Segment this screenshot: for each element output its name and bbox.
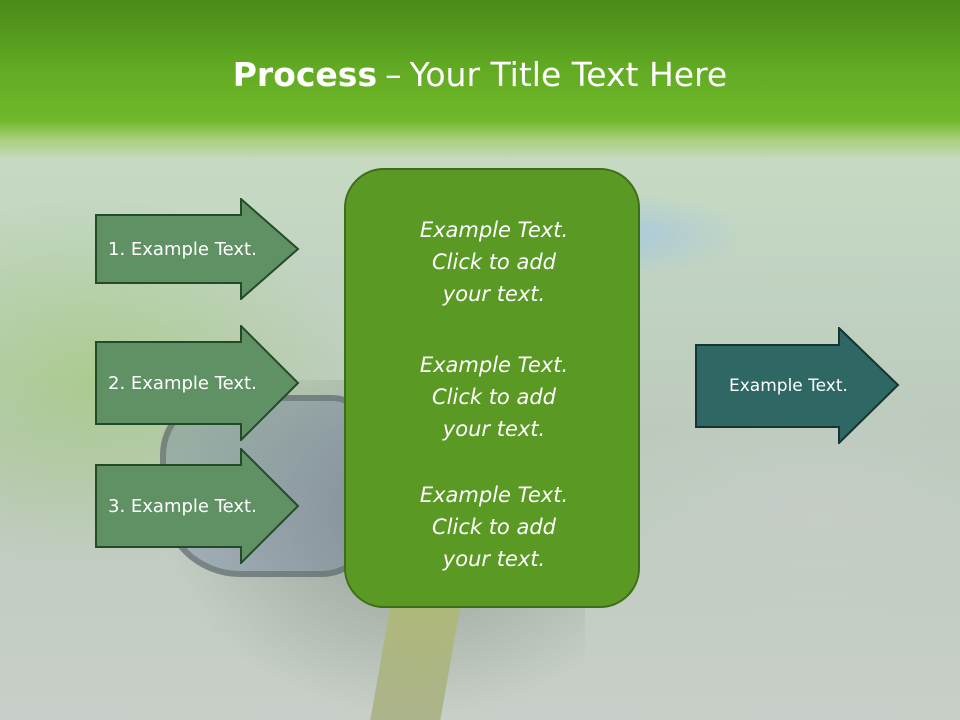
slide-title[interactable]: Process–Your Title Text Here bbox=[0, 52, 960, 98]
right-arrow-shape bbox=[695, 327, 900, 444]
left-arrow-1[interactable]: 1. Example Text. bbox=[95, 198, 300, 300]
left-arrow-2[interactable]: 2. Example Text. bbox=[95, 325, 300, 441]
left-arrow-label: 2. Example Text. bbox=[108, 372, 257, 394]
left-arrow-3[interactable]: 3. Example Text. bbox=[95, 448, 300, 564]
title-bold: Process bbox=[232, 55, 378, 94]
left-arrow-shape bbox=[95, 448, 300, 564]
text-line: Click to add bbox=[431, 250, 556, 274]
title-rest: Your Title Text Here bbox=[409, 55, 728, 94]
text-line: your text. bbox=[442, 417, 546, 441]
center-text-box[interactable]: Example Text. Click to add your text. Ex… bbox=[344, 168, 640, 608]
text-line: Example Text. bbox=[419, 353, 569, 377]
title-separator: – bbox=[385, 55, 402, 94]
right-arrow-label: Example Text. bbox=[729, 375, 848, 396]
text-line: Example Text. bbox=[419, 483, 569, 507]
left-arrow-label: 3. Example Text. bbox=[108, 495, 257, 517]
text-line: your text. bbox=[442, 282, 546, 306]
title-bar bbox=[0, 0, 960, 160]
text-line: Click to add bbox=[431, 515, 556, 539]
text-line: Click to add bbox=[431, 385, 556, 409]
text-block-3: Example Text. Click to add your text. bbox=[346, 479, 642, 575]
text-line: Example Text. bbox=[419, 218, 569, 242]
text-block-2: Example Text. Click to add your text. bbox=[346, 349, 642, 445]
left-arrow-shape bbox=[95, 325, 300, 441]
right-arrow[interactable]: Example Text. bbox=[695, 327, 900, 444]
left-arrow-shape bbox=[95, 198, 300, 300]
text-block-1: Example Text. Click to add your text. bbox=[346, 214, 642, 310]
text-line: your text. bbox=[442, 547, 546, 571]
left-arrow-label: 1. Example Text. bbox=[108, 238, 257, 260]
